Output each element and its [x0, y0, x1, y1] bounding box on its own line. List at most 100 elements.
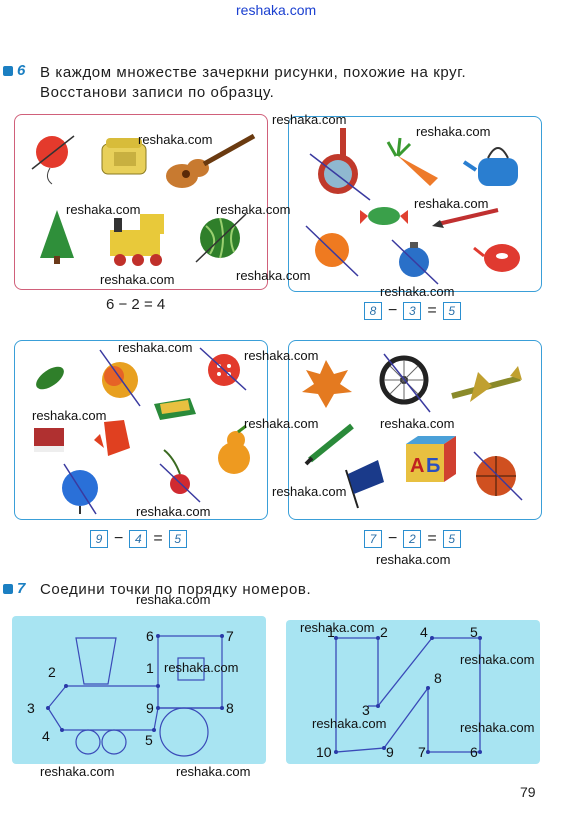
candy-icon: [360, 207, 408, 225]
train-point-label: 7: [226, 628, 234, 644]
watermark: reshaka.com: [176, 764, 251, 779]
watermark: reshaka.com: [164, 660, 239, 675]
wheel-icon: [379, 353, 431, 413]
watermark: reshaka.com: [380, 284, 455, 299]
ball-on-stick-icon: [62, 463, 98, 515]
train-point-label: 3: [27, 700, 35, 716]
balloon-icon: [31, 135, 75, 185]
carrot-icon: [386, 137, 438, 186]
kettle-icon: [462, 147, 518, 186]
frying-pan-icon: [309, 128, 371, 201]
apple-icon: [99, 349, 141, 407]
answer-box: 5: [168, 530, 187, 548]
orange-icon: [305, 225, 359, 277]
watermark: reshaka.com: [136, 504, 211, 519]
svg-text:Б: Б: [426, 455, 440, 477]
watermark-top: reshaka.com: [236, 2, 317, 18]
answer-box: 5: [442, 530, 461, 548]
watermark: reshaka.com: [216, 202, 291, 217]
watermark: reshaka.com: [416, 124, 491, 139]
task7-bullet: [3, 584, 13, 594]
mitten-icon: [94, 420, 130, 456]
watermark: reshaka.com: [460, 652, 535, 667]
letter-point-label: 10: [316, 744, 332, 760]
guitar-icon: [166, 133, 256, 188]
set-4-pictures: А Б: [302, 353, 523, 509]
watermark: reshaka.com: [272, 484, 347, 499]
marker-pen-icon: [304, 423, 354, 466]
watermelon-icon: [195, 213, 247, 263]
minus-sign: −: [388, 302, 398, 319]
letter-point-label: 8: [434, 670, 442, 686]
equals-sign: =: [153, 530, 163, 547]
candy-box-icon: [154, 398, 196, 420]
alphabet-cube-icon: А Б: [406, 436, 456, 482]
letter-drawing: [334, 636, 482, 754]
watermark: reshaka.com: [244, 416, 319, 431]
cucumber-icon: [36, 366, 64, 390]
telephone-icon: [101, 138, 147, 175]
answer-box: 8: [364, 302, 382, 320]
button-icon: [199, 347, 247, 391]
cherry-icon: [159, 449, 201, 503]
page-number: 79: [520, 784, 536, 800]
letter-point-label: 4: [420, 624, 428, 640]
letter-point-label: 2: [380, 624, 388, 640]
train-dots-panel: [12, 616, 266, 764]
set-2-equation: 8 − 3 = 5: [364, 302, 461, 320]
watermark: reshaka.com: [236, 268, 311, 283]
train-drawing: [46, 634, 224, 757]
watermark: reshaka.com: [32, 408, 107, 423]
letter-point-label: 3: [362, 702, 370, 718]
letter-point-label: 9: [386, 744, 394, 760]
letter-dots-panel: [286, 620, 540, 764]
minus-sign: −: [388, 530, 398, 547]
train-point-label: 2: [48, 664, 56, 680]
train-point-label: 4: [42, 728, 50, 744]
book-icon: [34, 428, 64, 452]
watermark: reshaka.com: [300, 620, 375, 635]
watermark: reshaka.com: [244, 348, 319, 363]
set-1-pictures: [31, 133, 256, 266]
watermark: reshaka.com: [100, 272, 175, 287]
answer-box: 3: [403, 302, 422, 320]
watermark: reshaka.com: [380, 416, 455, 431]
airplane-icon: [451, 366, 522, 402]
minus-sign: −: [114, 530, 124, 547]
toy-train-icon: [110, 214, 164, 266]
pear-icon: [218, 424, 250, 474]
watermark: reshaka.com: [40, 764, 115, 779]
paintbrush-icon: [432, 208, 499, 228]
watermark: reshaka.com: [376, 552, 451, 567]
basketball-icon: [473, 451, 523, 501]
train-point-label: 9: [146, 700, 154, 716]
letter-point-label: 1: [327, 624, 335, 640]
equals-sign: =: [427, 530, 437, 547]
set-4-equation: 7 − 2 = 5: [364, 530, 461, 548]
ornament-ball-icon: [391, 239, 439, 285]
answer-box: 7: [364, 530, 382, 548]
train-point-label: 8: [226, 700, 234, 716]
train-point-label: 5: [145, 732, 153, 748]
task6-line2: Восстанови записи по образцу.: [40, 84, 275, 101]
watermark: reshaka.com: [66, 202, 141, 217]
answer-box: 5: [442, 302, 461, 320]
task6-line1: В каждом множестве зачеркни рисунки, пох…: [40, 64, 467, 81]
train-point-label: 1: [146, 660, 154, 676]
watermark: reshaka.com: [138, 132, 213, 147]
watermark: reshaka.com: [414, 196, 489, 211]
svg-text:А: А: [410, 455, 424, 477]
watermark: reshaka.com: [118, 340, 193, 355]
task6-bullet: [3, 66, 13, 76]
letter-point-label: 5: [470, 624, 478, 640]
task6-number: 6: [17, 62, 26, 79]
answer-box: 9: [90, 530, 108, 548]
watermark: reshaka.com: [272, 112, 347, 127]
equals-sign: =: [427, 302, 437, 319]
maple-leaf-icon: [302, 360, 352, 408]
teapot-icon: [473, 244, 520, 272]
letter-point-label: 6: [470, 744, 478, 760]
set-3-pictures: [34, 347, 250, 515]
watermark: reshaka.com: [312, 716, 387, 731]
letter-point-label: 7: [418, 744, 426, 760]
